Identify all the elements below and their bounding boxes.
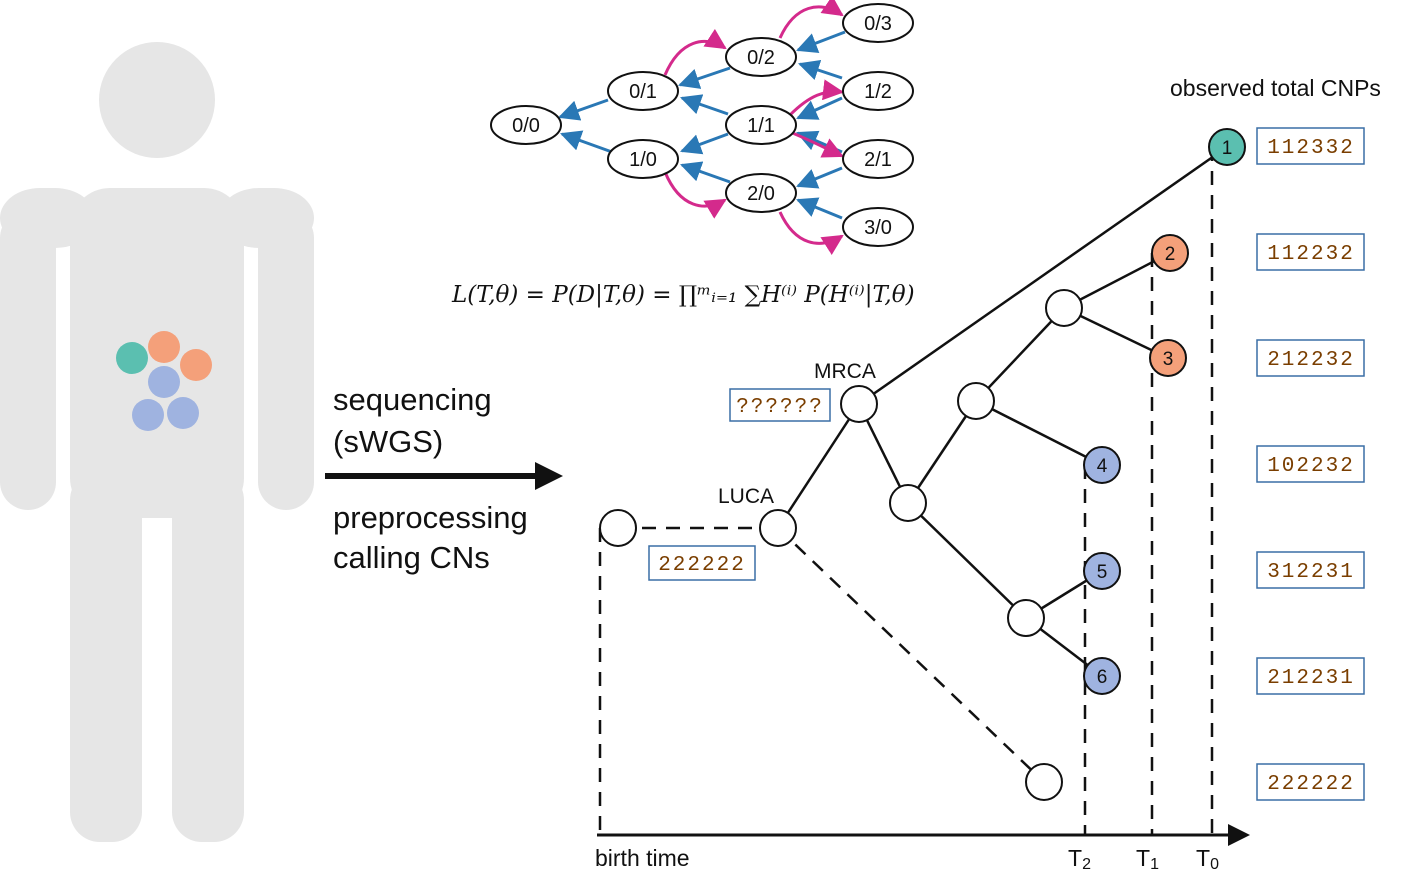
state-node-0-3: [842, 3, 914, 43]
cnp-box-2: [1256, 233, 1365, 271]
cell-orange: [148, 331, 180, 363]
cnp-box-3: [1256, 339, 1365, 377]
cell-teal: [116, 342, 148, 374]
cnp-value: 222222: [1267, 773, 1355, 796]
cell-blue: [132, 399, 164, 431]
axis-label-t0: T0: [1196, 845, 1219, 869]
leaf-label: 4: [1097, 456, 1108, 477]
leaf-label: 3: [1163, 349, 1174, 370]
state-node-0-0: [490, 105, 562, 145]
cnp-box-1: [1256, 127, 1365, 165]
body-left-arm: [0, 210, 56, 510]
state-label: 0/2: [747, 47, 775, 69]
mrca-node: [840, 385, 878, 423]
leaf-label: 5: [1097, 562, 1108, 583]
axis-label-t1: T1: [1136, 845, 1159, 869]
observed-cnps: observed total CNPs 112332 112232 212232…: [1170, 75, 1381, 801]
luca-cnp-box: [648, 545, 756, 581]
leaf-node-1: [1208, 128, 1246, 166]
state-label: 0/0: [512, 115, 540, 137]
normal-node: [1025, 763, 1063, 801]
body-right-arm: [258, 210, 314, 510]
mrca-cnp-box: [729, 388, 831, 422]
cnp-box-4: [1256, 445, 1365, 483]
cnp-value: 212231: [1267, 667, 1355, 690]
cnp-box-normal: [1256, 763, 1365, 801]
state-node-0-1: [607, 71, 679, 111]
cnp-box-6: [1256, 657, 1365, 695]
state-label: 0/1: [629, 81, 657, 103]
axis-label-birth-time: birth time: [595, 845, 690, 869]
leaf-node-3: [1149, 339, 1187, 377]
state-node-3-0: [842, 207, 914, 247]
process-label-swgs: (sWGS): [333, 424, 443, 459]
likelihood-formula: L(T,θ) = P(D|T,θ) = ∏ᵐᵢ₌₁ ∑H⁽ⁱ⁾ P(H⁽ⁱ⁾|T…: [451, 282, 915, 308]
leaf-node-2: [1151, 234, 1189, 272]
axis-label-t2: T2: [1068, 845, 1091, 869]
human-body-silhouette: [0, 42, 314, 842]
mrca-label: MRCA: [814, 360, 876, 383]
process-label-sequencing: sequencing: [333, 382, 492, 417]
state-label: 1/0: [629, 149, 657, 171]
cell-blue: [148, 366, 180, 398]
process-label-calling: calling CNs: [333, 540, 490, 575]
leaf-label: 2: [1165, 244, 1176, 265]
process-arrow-head: [535, 462, 563, 490]
cnp-value: 112332: [1267, 137, 1355, 160]
state-label: 3/0: [864, 217, 892, 239]
state-node-2-1: [842, 139, 914, 179]
body-right-leg: [172, 470, 244, 842]
observed-cnps-header: observed total CNPs: [1170, 75, 1381, 101]
state-label: 2/1: [864, 149, 892, 171]
cnp-value: 312231: [1267, 561, 1355, 584]
leaf-node-4: [1083, 446, 1121, 484]
process-step: sequencing (sWGS) preprocessing calling …: [325, 382, 563, 575]
leaf-node-6: [1083, 657, 1121, 695]
internal-node: [1007, 599, 1045, 637]
internal-node: [1045, 289, 1083, 327]
cell-orange: [180, 349, 212, 381]
cnp-box-5: [1256, 551, 1365, 589]
body-head: [99, 42, 215, 158]
state-node-2-0: [725, 173, 797, 213]
state-label: 1/1: [747, 115, 775, 137]
process-label-preprocessing: preprocessing: [333, 500, 528, 535]
internal-node: [957, 382, 995, 420]
state-transition-graph: 0/0 0/1 1/0 0/2 1/1 2/0 0/3 1/2 2/1 3/0: [490, 0, 914, 255]
time-axis-arrowhead: [1228, 824, 1250, 846]
time-axis: birth time T2 T1 T0: [595, 824, 1250, 869]
internal-node: [889, 484, 927, 522]
cnp-value: 102232: [1267, 455, 1355, 478]
mrca-cnp: ??????: [736, 396, 824, 419]
state-node-1-2: [842, 71, 914, 111]
state-label: 0/3: [864, 13, 892, 35]
state-label: 2/0: [747, 183, 775, 205]
state-label: 1/2: [864, 81, 892, 103]
cnp-value: 212232: [1267, 349, 1355, 372]
cnp-value: 112232: [1267, 243, 1355, 266]
leaf-label: 6: [1097, 667, 1108, 688]
state-node-1-0: [607, 139, 679, 179]
cell-blue: [167, 397, 199, 429]
luca-cnp: 222222: [658, 554, 746, 577]
tumour-cells: [116, 331, 212, 431]
luca-label: LUCA: [718, 485, 774, 508]
phylogenetic-tree: 1 2 3 4 5 6 MRCA LUCA ?????? 222222: [598, 128, 1246, 835]
birth-node: [599, 509, 637, 547]
luca-node: [759, 509, 797, 547]
body-left-leg: [70, 470, 142, 842]
state-node-0-2: [725, 37, 797, 77]
leaf-node-5: [1083, 552, 1121, 590]
leaf-label: 1: [1222, 138, 1233, 159]
state-node-1-1: [725, 105, 797, 145]
